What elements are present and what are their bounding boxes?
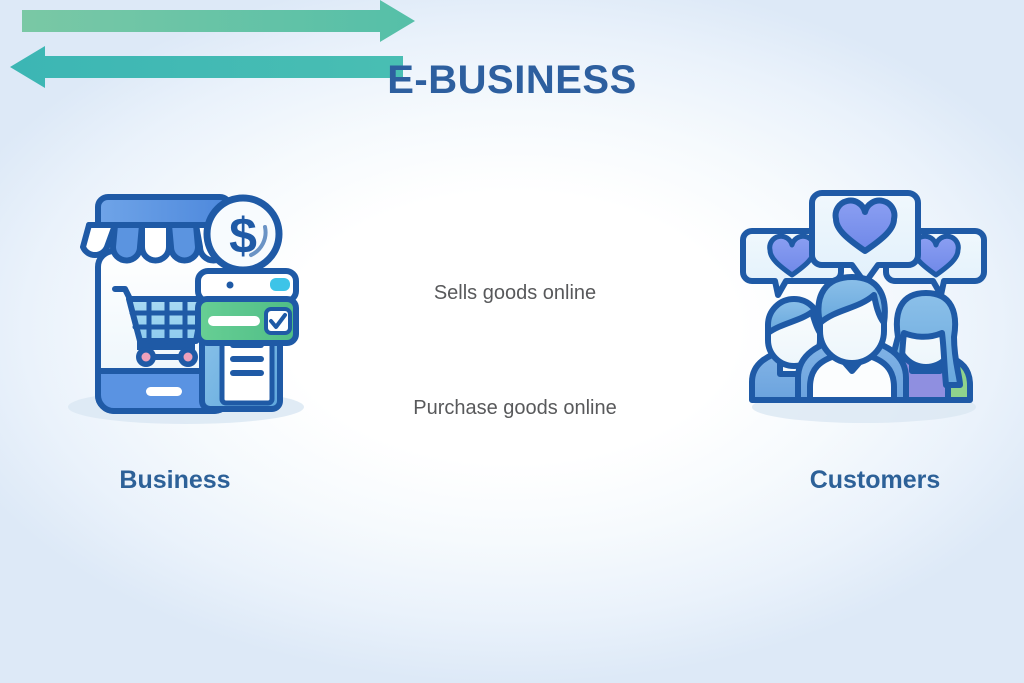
- speech-bubble-center: [809, 190, 921, 286]
- page-title: E-BUSINESS: [387, 58, 637, 102]
- node-label-business: Business: [119, 466, 231, 494]
- flow-label-purchase: Purchase goods online: [413, 397, 617, 419]
- customers-group-icon: [740, 190, 987, 423]
- arrow-sells-goods: [22, 0, 415, 42]
- business-illustration: $: [58, 185, 318, 435]
- flow-label-sells: Sells goods online: [433, 282, 597, 304]
- smartphone-home-indicator: [146, 387, 182, 396]
- shopping-cart-icon: [112, 286, 207, 367]
- node-label-customers: Customers: [809, 466, 941, 494]
- flow-arrows: [0, 0, 1024, 95]
- pos-card-reader: [195, 268, 299, 346]
- arrow-purchase-goods: [10, 46, 403, 88]
- customers-illustration: [740, 185, 990, 435]
- online-store-phone-icon: $: [68, 194, 304, 424]
- person-center: [795, 274, 909, 403]
- dollar-coin-badge: $: [203, 194, 283, 274]
- heart-center-icon: [832, 197, 898, 254]
